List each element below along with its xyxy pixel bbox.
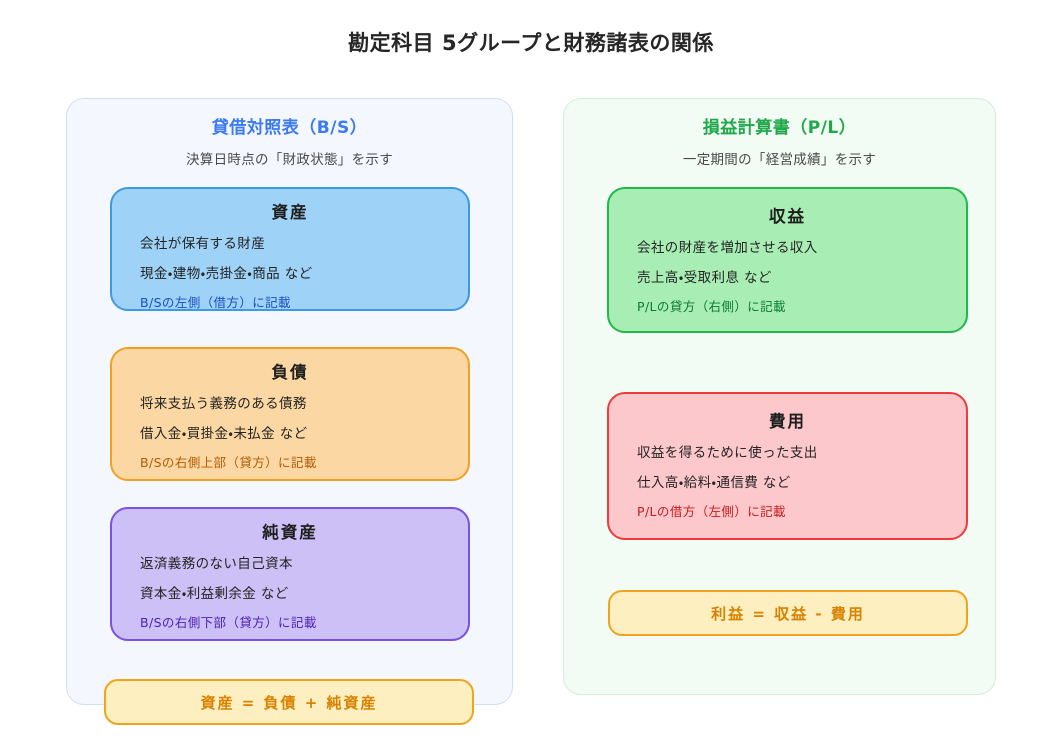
liabilities-card-examples: 借入金・買掛金・未払金 など xyxy=(140,426,308,442)
net-assets-card-title: 純資産 xyxy=(262,523,318,542)
balance-sheet-formula: 資産 = 負債 + 純資産 xyxy=(104,679,474,725)
liabilities-card-title: 負債 xyxy=(271,363,309,382)
assets-card: 資産 会社が保有する財産 現金・建物・売掛金・商品 など B/Sの左側（借方）に… xyxy=(110,187,470,311)
profit-loss-title: 損益計算書（P/L） xyxy=(702,118,857,138)
liabilities-card-note: B/Sの右側上部（貸方）に記載 xyxy=(140,455,317,470)
expenses-card-examples: 仕入高・給料・通信費 など xyxy=(637,475,791,491)
liabilities-card-description: 将来支払う義務のある債務 xyxy=(140,396,307,412)
net-assets-card-note: B/Sの右側下部（貸方）に記載 xyxy=(140,615,317,630)
expenses-card-note: P/Lの借方（左側）に記載 xyxy=(637,504,786,519)
revenue-card-title: 収益 xyxy=(769,207,806,226)
page-title: 勘定科目 5グループと財務諸表の関係 xyxy=(348,31,714,55)
profit-loss-subtitle: 一定期間の「経営成績」を示す xyxy=(682,152,877,168)
revenue-card-note: P/Lの貸方（右側）に記載 xyxy=(637,299,786,314)
net-assets-card: 純資産 返済義務のない自己資本 資本金・利益剰余金 など B/Sの右側下部（貸方… xyxy=(110,507,470,641)
assets-card-description: 会社が保有する財産 xyxy=(140,236,266,252)
expenses-card-title: 費用 xyxy=(769,412,806,431)
revenue-card-description: 会社の財産を増加させる収入 xyxy=(637,240,818,256)
assets-card-title: 資産 xyxy=(271,203,309,222)
expenses-card-description: 収益を得るために使った支出 xyxy=(637,445,818,461)
assets-card-examples: 現金・建物・売掛金・商品 など xyxy=(140,266,313,282)
net-assets-card-description: 返済義務のない自己資本 xyxy=(140,556,293,572)
revenue-card-examples: 売上高・受取利息 など xyxy=(637,270,772,286)
balance-sheet-subtitle: 決算日時点の「財政状態」を示す xyxy=(186,152,393,168)
liabilities-card: 負債 将来支払う義務のある債務 借入金・買掛金・未払金 など B/Sの右側上部（… xyxy=(110,347,470,481)
profit-loss-formula: 利益 = 収益 - 費用 xyxy=(608,590,968,636)
net-assets-card-examples: 資本金・利益剰余金 など xyxy=(140,586,289,602)
assets-card-note: B/Sの左側（借方）に記載 xyxy=(140,295,291,310)
revenue-card: 収益 会社の財産を増加させる収入 売上高・受取利息 など P/Lの貸方（右側）に… xyxy=(607,187,968,333)
expenses-card: 費用 収益を得るために使った支出 仕入高・給料・通信費 など P/Lの借方（左側… xyxy=(607,392,968,540)
balance-sheet-title: 貸借対照表（B/S） xyxy=(211,118,368,138)
